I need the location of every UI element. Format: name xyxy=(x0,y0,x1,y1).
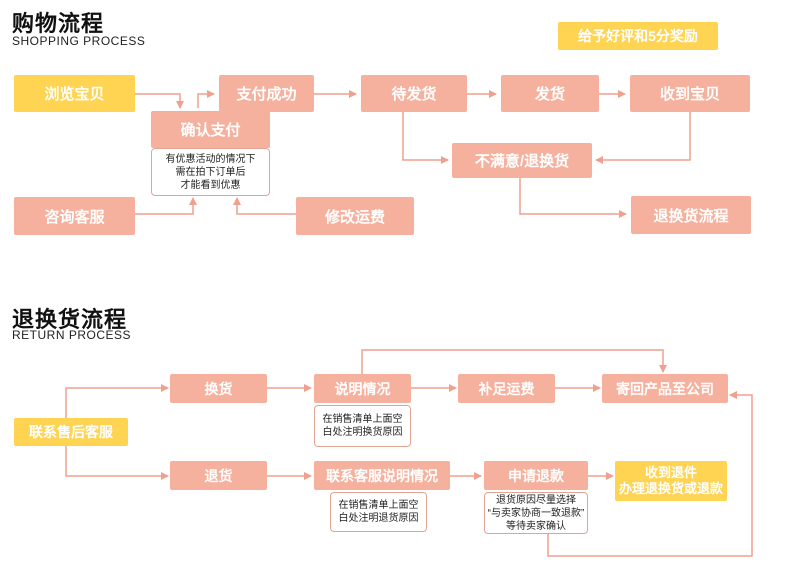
arrow-consult-confirm xyxy=(135,197,197,215)
contact-explain-box: 联系客服说明情况 xyxy=(314,461,450,490)
arrow-loop-send xyxy=(547,391,753,557)
arrow-contact-exchange xyxy=(65,384,169,418)
apply-refund-box: 申请退款 xyxy=(484,461,588,490)
pay-success-box: 支付成功 xyxy=(219,75,314,112)
ship-box: 发货 xyxy=(501,75,599,112)
arrow-confirm-pay xyxy=(197,90,215,108)
arrow-unsatisfied-return xyxy=(519,178,627,218)
explain-box: 说明情况 xyxy=(314,374,411,403)
shopping-title: 购物流程 xyxy=(12,11,105,36)
refund-note: 退货原因尽量选择 “与卖家协商一致退款” 等待卖家确认 xyxy=(484,492,588,534)
consult-box: 咨询客服 xyxy=(14,197,135,235)
arrow-explain-send-top xyxy=(361,349,667,374)
return-title: 退换货流程 xyxy=(12,307,128,332)
received-refund-box: 收到退件 办理退换货或退款 xyxy=(615,461,727,501)
receive-box: 收到宝贝 xyxy=(630,75,750,112)
arrow-receive-unsatisfied xyxy=(595,110,691,164)
send-back-box: 寄回产品至公司 xyxy=(602,374,728,403)
exchange-box: 换货 xyxy=(170,374,267,403)
arrow-modify-confirm xyxy=(233,197,296,215)
arrow-wait-unsatisfied xyxy=(402,110,449,164)
return-subtitle: RETURN PROCESS xyxy=(12,328,132,342)
add-freight-box: 补足运费 xyxy=(458,374,555,403)
shopping-subtitle: SHOPPING PROCESS xyxy=(12,34,146,48)
arrow-browse-confirm xyxy=(135,93,184,109)
arrow-contact-refund xyxy=(65,446,169,480)
exchange-note: 在销售清单上面空 白处注明换货原因 xyxy=(314,405,411,447)
return-note: 在销售清单上面空 白处注明退货原因 xyxy=(330,492,427,532)
return-flow-box: 退换货流程 xyxy=(631,196,751,234)
confirm-pay-box: 确认支付 xyxy=(151,111,270,148)
wait-ship-box: 待发货 xyxy=(361,75,467,112)
unsatisfied-box: 不满意/退换货 xyxy=(452,143,592,178)
refund-box: 退货 xyxy=(170,461,267,490)
browse-box: 浏览宝贝 xyxy=(14,75,135,112)
promo-note: 有优惠活动的情况下 需在拍下订单后 才能看到优惠 xyxy=(151,148,270,196)
contact-aftersale-box: 联系售后客服 xyxy=(14,418,128,446)
reward-badge: 给予好评和5分奖励 xyxy=(558,22,718,50)
modify-freight-box: 修改运费 xyxy=(296,197,414,235)
